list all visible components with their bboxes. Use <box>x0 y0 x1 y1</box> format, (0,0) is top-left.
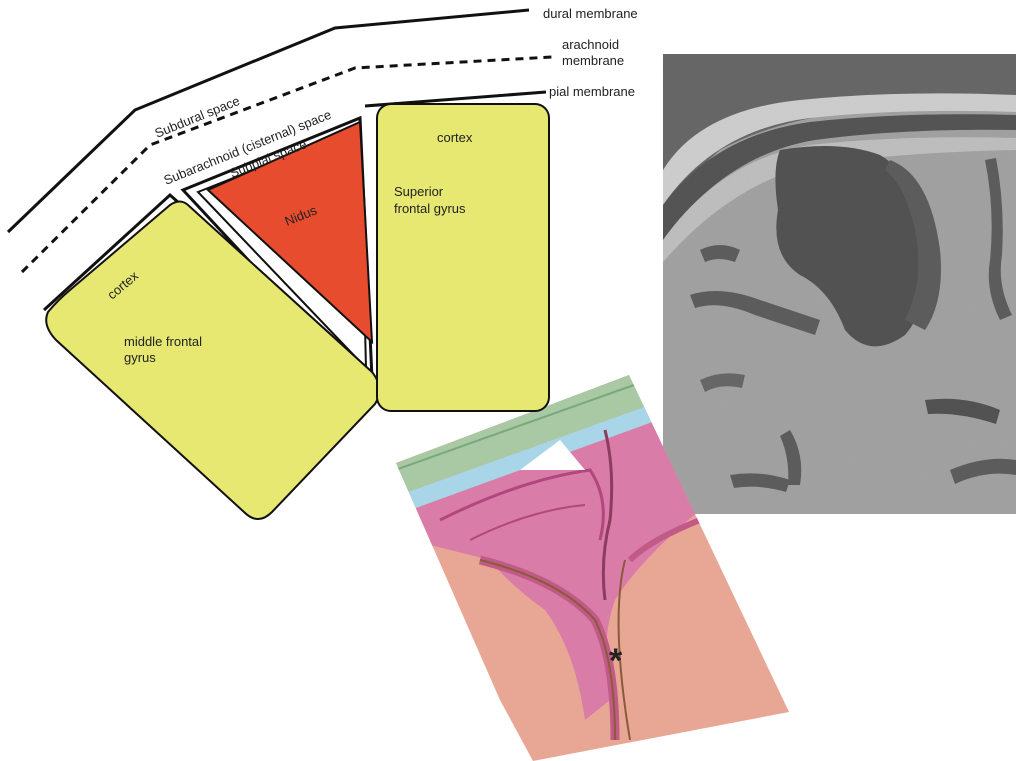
arachnoid-membrane-label-2: membrane <box>562 53 624 68</box>
superior-cortex-label: cortex <box>437 130 473 145</box>
mri-scan-image <box>663 54 1016 514</box>
superior-frontal-gyrus <box>377 104 549 411</box>
arachnoid-membrane-label-1: arachnoid <box>562 37 619 52</box>
pial-membrane-label: pial membrane <box>549 84 635 99</box>
superior-frontal-gyrus-label-1: Superior <box>394 184 444 199</box>
subdural-space-label: Subdural space <box>153 93 242 141</box>
dural-membrane-label: dural membrane <box>543 6 638 21</box>
superior-frontal-gyrus-label-2: frontal gyrus <box>394 201 466 216</box>
middle-frontal-gyrus-label-1: middle frontal <box>124 334 202 349</box>
sulcus-marker: * <box>609 642 623 680</box>
middle-frontal-gyrus-label-2: gyrus <box>124 350 156 365</box>
